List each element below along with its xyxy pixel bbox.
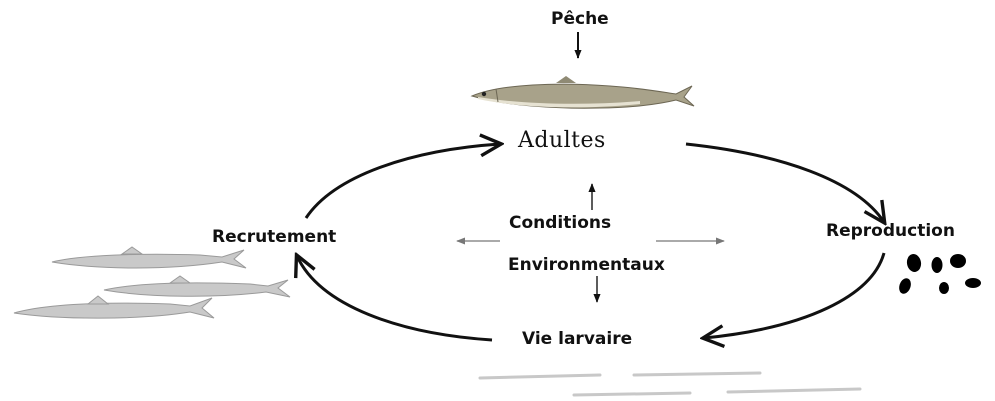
recrutement-label: Recrutement [212, 227, 336, 247]
reproduction-label: Reproduction [826, 221, 955, 241]
arrow-adultes-to-reproduction [686, 144, 884, 222]
juvenile-fish-icon [14, 247, 290, 318]
arrow-reproduction-to-larval [704, 253, 884, 338]
eggs-icon [897, 253, 981, 295]
adultes-label: Adultes [518, 128, 606, 153]
arrow-recruitment-to-adultes [306, 144, 500, 218]
conditions-label: Conditions [509, 213, 611, 233]
vie-larvaire-label: Vie larvaire [522, 329, 632, 349]
larvae-icon [480, 373, 860, 395]
arrow-larval-to-recruitment [297, 256, 492, 340]
environmentaux-label: Environmentaux [508, 255, 665, 275]
adult-fish-icon [472, 76, 694, 108]
peche-label: Pêche [551, 9, 609, 29]
